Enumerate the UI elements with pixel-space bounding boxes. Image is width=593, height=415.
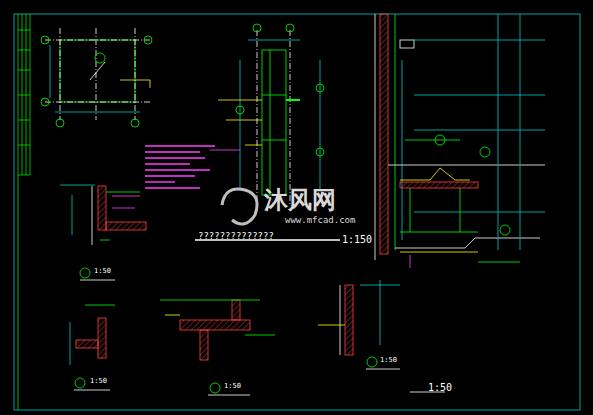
watermark-url: www.mfcad.com xyxy=(285,216,355,225)
watermark-text: 沐风网 xyxy=(264,188,336,212)
drawing-title: ?????????????? xyxy=(198,232,274,241)
scale-label: 1:50 xyxy=(90,378,107,385)
scale-label: 1:50 xyxy=(224,383,241,390)
scale-label: 1:50 xyxy=(428,383,452,393)
scale-label: 1:50 xyxy=(380,357,397,364)
scale-label: 1:50 xyxy=(94,268,111,275)
scale-label: 1:150 xyxy=(342,235,372,245)
